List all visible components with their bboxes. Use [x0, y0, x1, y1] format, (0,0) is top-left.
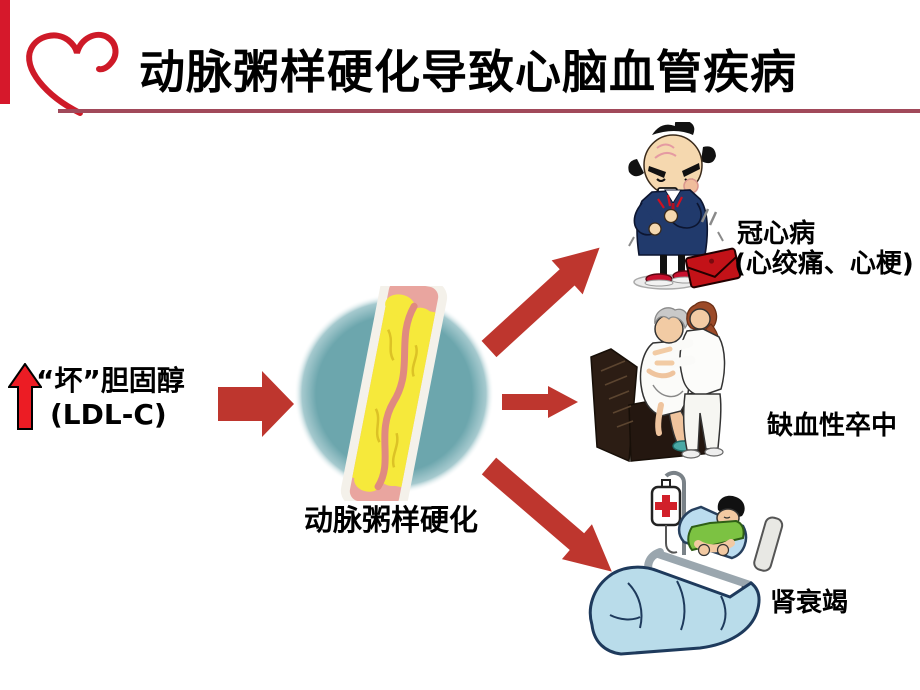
outcome-2-label: 缺血性卒中 — [767, 411, 898, 441]
cause-line1: “坏”胆固醇 — [36, 364, 185, 397]
cause-line2: (LDL-C) — [50, 398, 167, 431]
nurse-helping-elderly-cartoon — [590, 301, 726, 463]
corner-accent-bar — [0, 0, 10, 104]
center-illustration-label: 动脉粥样硬化 — [303, 503, 478, 537]
outcome-1-sublabel: (心绞痛、心梗) — [734, 249, 914, 279]
cause-text-block: “坏”胆固醇 (LDL-C) — [36, 364, 185, 432]
man-chest-pain-cartoon — [628, 122, 742, 290]
outcome-3-label: 肾衰竭 — [770, 588, 849, 618]
arrow-to-kidney-failure — [481, 457, 612, 572]
header-divider-line — [58, 109, 920, 113]
red-up-arrow-icon — [8, 363, 42, 430]
atherosclerotic-artery-illustration — [294, 286, 494, 501]
patient-hospital-bed-cartoon — [588, 470, 784, 656]
arrow-to-stroke — [502, 386, 578, 418]
outcome-1-label: 冠心病 — [737, 219, 816, 249]
cause-to-center-arrow — [218, 371, 294, 437]
slide-title: 动脉粥样硬化导致心脑血管疾病 — [139, 45, 797, 99]
heart-outline-icon — [26, 31, 119, 116]
arrow-to-coronary-disease — [481, 247, 600, 358]
red-briefcase — [684, 247, 742, 289]
artery-vessel — [340, 286, 448, 501]
